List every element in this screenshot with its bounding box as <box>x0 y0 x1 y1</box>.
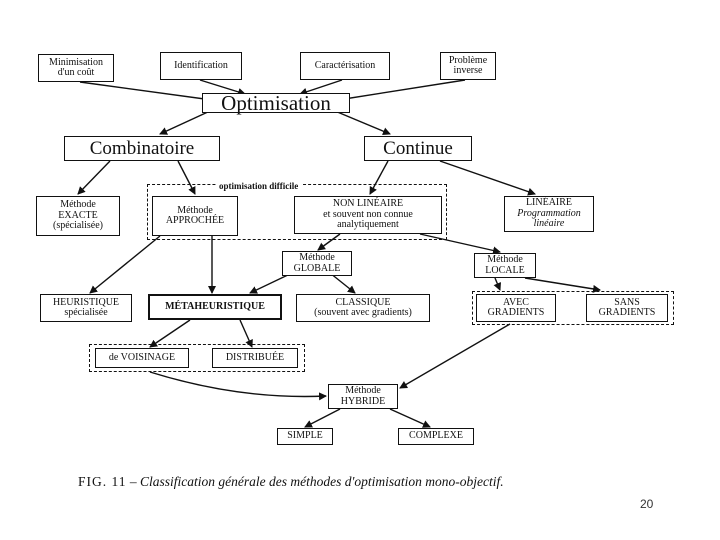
arrow-locale-avec <box>493 277 501 291</box>
arrow-continue-nonlineaire <box>369 160 389 195</box>
caracterisation-label: Caractérisation <box>314 59 376 71</box>
optimisation-difficile-label: optimisation difficile <box>216 181 302 191</box>
figure-caption-text: – Classification générale des méthodes d… <box>129 474 504 489</box>
node-distribuee: DISTRIBUÉE <box>212 348 298 368</box>
node-optimisation: Optimisation <box>202 90 350 115</box>
arrow-locale-sans <box>524 277 601 293</box>
voisinage-label: de VOISINAGE <box>108 351 176 363</box>
arrow-hybride-simple <box>304 408 341 428</box>
sans-line-1: SANS <box>614 296 640 308</box>
figure-caption: FIG. 11 – Classification générale des mé… <box>78 474 504 490</box>
node-de-voisinage: de VOISINAGE <box>95 348 189 368</box>
arrow-nonlineaire-globale <box>317 233 341 251</box>
arrow-caracterisation-optimisation <box>299 79 343 96</box>
arrow-meta-voisinage <box>149 319 191 348</box>
arrow-globale-classique <box>329 272 356 294</box>
locale-line-1: Méthode <box>487 254 523 265</box>
non-lineaire-line-3: analytiquement <box>337 219 399 231</box>
hybride-line-2: HYBRIDE <box>340 395 386 407</box>
simple-label: SIMPLE <box>287 430 323 442</box>
identification-label: Identification <box>174 59 228 71</box>
arrow-continue-lineaire <box>439 160 536 196</box>
page-number: 20 <box>640 497 654 511</box>
inverse-line-1: Problème <box>448 54 488 66</box>
classique-line-2: (souvent avec gradients) <box>314 307 412 318</box>
classique-line-1: CLASSIQUE <box>335 296 391 308</box>
node-identification: Identification <box>160 52 242 80</box>
hybride-line-1: Méthode <box>345 385 381 396</box>
arrow-combinatoire-approchee <box>177 160 196 195</box>
arrow-combinatoire-exacte <box>77 160 111 195</box>
exacte-line-2: EXACTE <box>58 209 98 221</box>
arrow-inverse-optimisation <box>337 79 466 103</box>
exacte-line-1: Méthode <box>60 199 96 211</box>
node-classique: CLASSIQUE(souvent avec gradients) <box>296 294 430 322</box>
approchee-line-2: APPROCHÉE <box>165 215 225 226</box>
non-lineaire-line-2: et souvent non connue <box>323 208 413 220</box>
arrow-minimisation-optimisation <box>79 81 213 104</box>
locale-line-2: LOCALE <box>485 264 525 276</box>
complexe-label: COMPLEXE <box>409 430 463 442</box>
minimisation-line-1: Minimisation <box>49 56 103 68</box>
node-complexe: COMPLEXE <box>398 428 474 445</box>
lineaire-line-3: linéaire <box>533 218 565 230</box>
approchee-line-1: Méthode <box>177 204 213 216</box>
globale-line-1: Méthode <box>299 252 335 263</box>
optimisation-label: Optimisation <box>221 90 331 115</box>
arrow-nonlineaire-locale <box>419 233 501 255</box>
combinatoire-label: Combinatoire <box>89 137 195 159</box>
gradients-frame <box>472 291 674 325</box>
exacte-line-3: (spécialisée) <box>53 220 103 232</box>
lineaire-line-2: Programmation <box>517 207 581 219</box>
arrow-globale-meta <box>249 272 293 294</box>
arrow-hybride-complexe <box>389 408 431 428</box>
arrow-meta-distribuee <box>239 319 253 348</box>
arrow-avec-hybride <box>399 323 511 389</box>
lineaire-line-1: LINÉAIRE <box>525 197 573 209</box>
non-lineaire-line-1: NON LINÉAIRE <box>332 198 404 210</box>
arrow-approchee-heuristique <box>89 235 161 294</box>
metaheuristique-types-frame <box>89 344 305 372</box>
arrow-optimisation-combinatoire <box>159 110 211 135</box>
arrow-optimisation-continue <box>334 110 391 135</box>
continue-label: Continue <box>383 137 453 159</box>
arrow-identification-optimisation <box>199 79 246 96</box>
distribuee-label: DISTRIBUÉE <box>225 351 285 363</box>
heuristique-line-2: spécialisée <box>64 307 108 318</box>
inverse-line-2: inverse <box>453 65 483 76</box>
minimisation-line-2: d'un coût <box>57 67 95 78</box>
arrow-voisinage-hybride <box>149 371 327 401</box>
node-combinatoire: Combinatoire <box>64 136 220 161</box>
figure-number: FIG. 11 <box>78 474 127 489</box>
sans-line-2: GRADIENTS <box>598 307 656 318</box>
metaheuristique-label: MÉTAHEURISTIQUE <box>165 300 265 312</box>
avec-line-1: AVEC <box>503 296 529 308</box>
node-metaheuristique: MÉTAHEURISTIQUE <box>148 294 282 320</box>
globale-line-2: GLOBALE <box>293 262 341 274</box>
node-caracterisation: Caractérisation <box>300 52 390 80</box>
node-simple: SIMPLE <box>277 428 333 445</box>
avec-line-2: GRADIENTS <box>487 307 545 318</box>
heuristique-line-1: HEURISTIQUE <box>52 296 120 308</box>
node-continue: Continue <box>364 136 472 161</box>
